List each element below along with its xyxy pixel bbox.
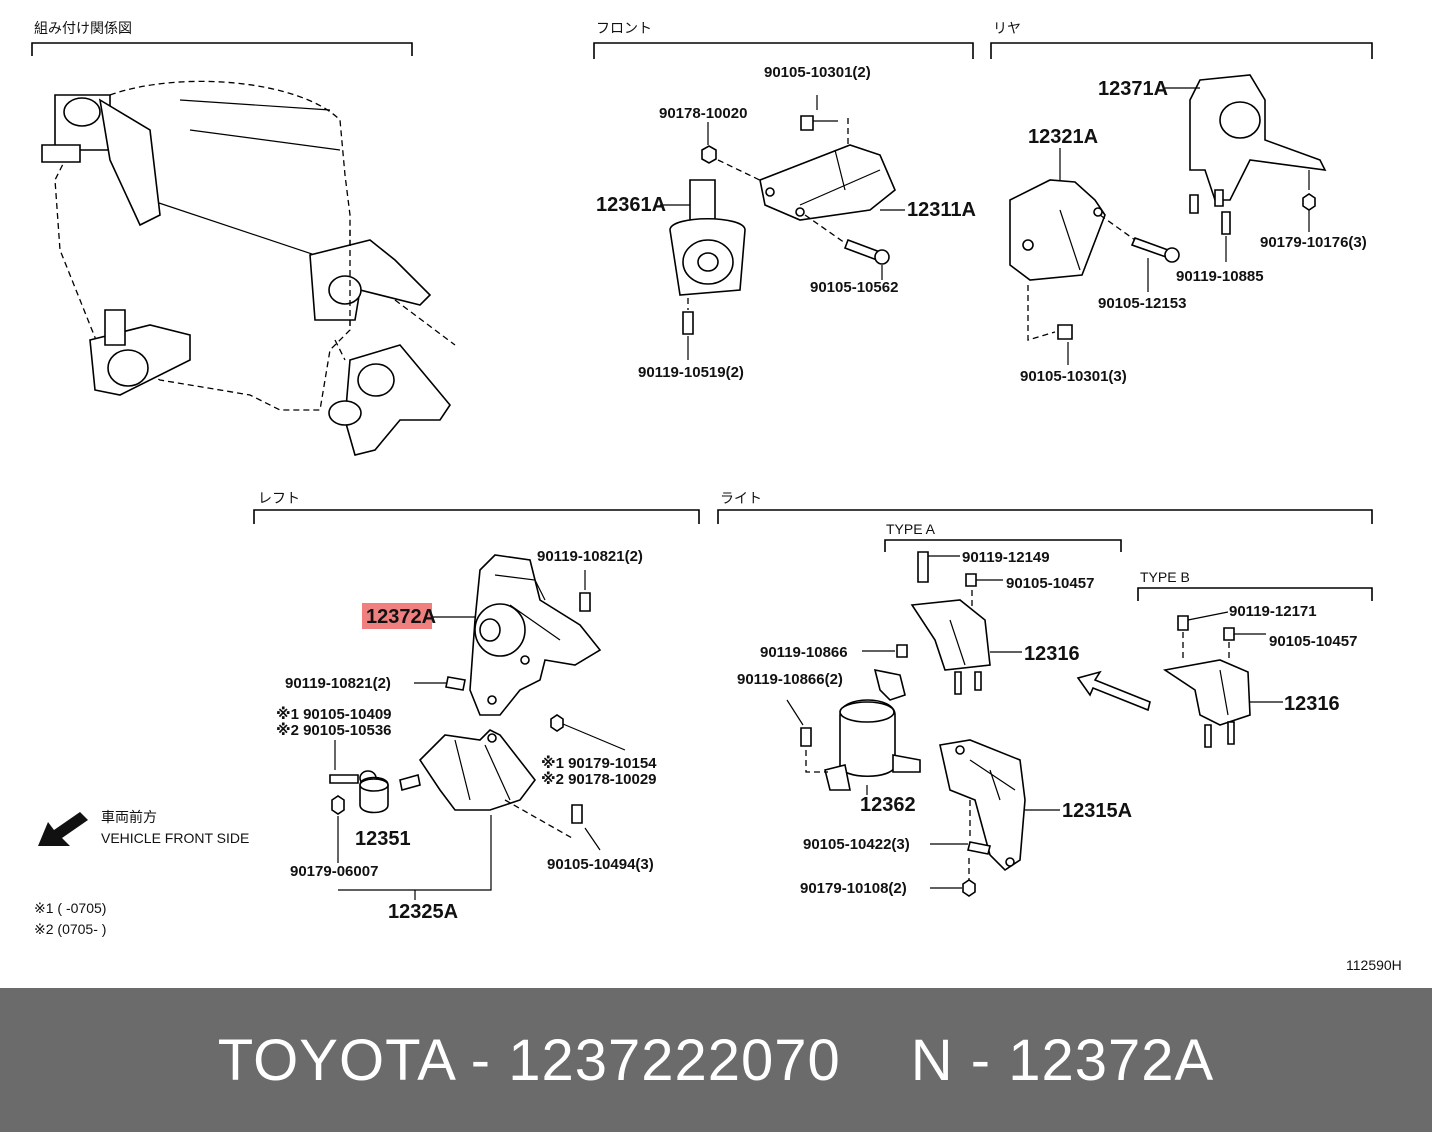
footer-ref: N - 12372A — [910, 1027, 1215, 1093]
section-title-right: ライト — [720, 490, 762, 506]
diagram-code: 112590H — [1346, 957, 1402, 973]
label-front-p5: 90105-10562 — [810, 279, 898, 296]
legend-note-2: ※2 (0705- ) — [34, 921, 106, 937]
section-title-left: レフト — [258, 490, 300, 506]
footer-bar: TOYOTA - 1237222070 N - 12372A — [0, 988, 1432, 1132]
highlight-box — [362, 603, 432, 629]
section-title-installation: 組み付け関係図 — [34, 20, 132, 36]
legend-note-1: ※1 ( -0705) — [34, 900, 106, 916]
label-front-p3: 12361A — [596, 194, 666, 216]
label-rear-p6: 90105-10301(3) — [1020, 368, 1127, 385]
section-title-type-b: TYPE B — [1140, 569, 1190, 585]
footer-brand-partno: TOYOTA - 1237222070 — [217, 1027, 841, 1093]
label-rear-p1: 12371A — [1098, 78, 1168, 100]
label-left-p5: 12351 — [355, 828, 411, 850]
label-right-p8: 90105-10422(3) — [803, 836, 910, 853]
label-left-p7: 90105-10494(3) — [547, 856, 654, 873]
label-left-p4b: ※2 90178-10029 — [541, 770, 657, 788]
label-right-p4: 90119-10866(2) — [737, 671, 843, 688]
label-right-p1: 90119-12149 — [962, 549, 1050, 566]
vehicle-front-arrow-icon — [38, 812, 88, 846]
label-right-p10: 90119-12171 — [1229, 603, 1317, 620]
label-front-p1: 90105-10301(2) — [764, 64, 871, 81]
label-rear-p2: 12321A — [1028, 126, 1098, 148]
label-right-p2: 90105-10457 — [1006, 575, 1094, 592]
label-left-p4a: ※1 90179-10154 — [541, 754, 657, 772]
label-left-p3b: ※2 90105-10536 — [276, 721, 392, 739]
right-assembly — [786, 551, 1283, 897]
label-right-p7: 12315A — [1062, 800, 1132, 822]
label-right-p5: 12316 — [1024, 643, 1080, 665]
label-right-p9: 90179-10108(2) — [800, 880, 907, 897]
front-assembly — [660, 95, 905, 360]
label-left-p2: 90119-10821(2) — [285, 675, 391, 692]
label-right-p3: 90119-10866 — [760, 644, 848, 661]
label-right-p6: 12362 — [860, 794, 916, 816]
section-brackets — [31, 42, 1373, 601]
legend-front-jp: 車両前方 — [101, 809, 157, 825]
section-title-front: フロント — [596, 20, 652, 36]
label-front-p6: 90119-10519(2) — [638, 364, 744, 381]
label-rear-p5: 90105-12153 — [1098, 295, 1186, 312]
label-left-p8: 12325A — [388, 901, 458, 923]
label-front-p2: 90178-10020 — [659, 105, 747, 122]
parts-diagram: 組み付け関係図 フロント リヤ レフト ライト TYPE A TYPE B — [31, 20, 1402, 973]
label-right-p12: 12316 — [1284, 693, 1340, 715]
label-right-p11: 90105-10457 — [1269, 633, 1357, 650]
label-left-p1: 90119-10821(2) — [537, 548, 643, 565]
label-rear-p4: 90119-10885 — [1176, 268, 1264, 285]
section-title-rear: リヤ — [993, 20, 1021, 36]
left-assembly — [329, 554, 626, 900]
label-front-p4: 12311A — [907, 199, 976, 221]
label-left-highlight[interactable]: 12372A — [366, 606, 436, 628]
label-left-p6: 90179-06007 — [290, 863, 378, 880]
label-rear-p3: 90179-10176(3) — [1260, 234, 1367, 251]
rear-assembly — [1009, 74, 1327, 365]
section-title-type-a: TYPE A — [886, 521, 936, 537]
engine-overview — [41, 80, 456, 456]
label-left-p3a: ※1 90105-10409 — [276, 705, 392, 723]
legend-front-en: VEHICLE FRONT SIDE — [101, 830, 249, 846]
